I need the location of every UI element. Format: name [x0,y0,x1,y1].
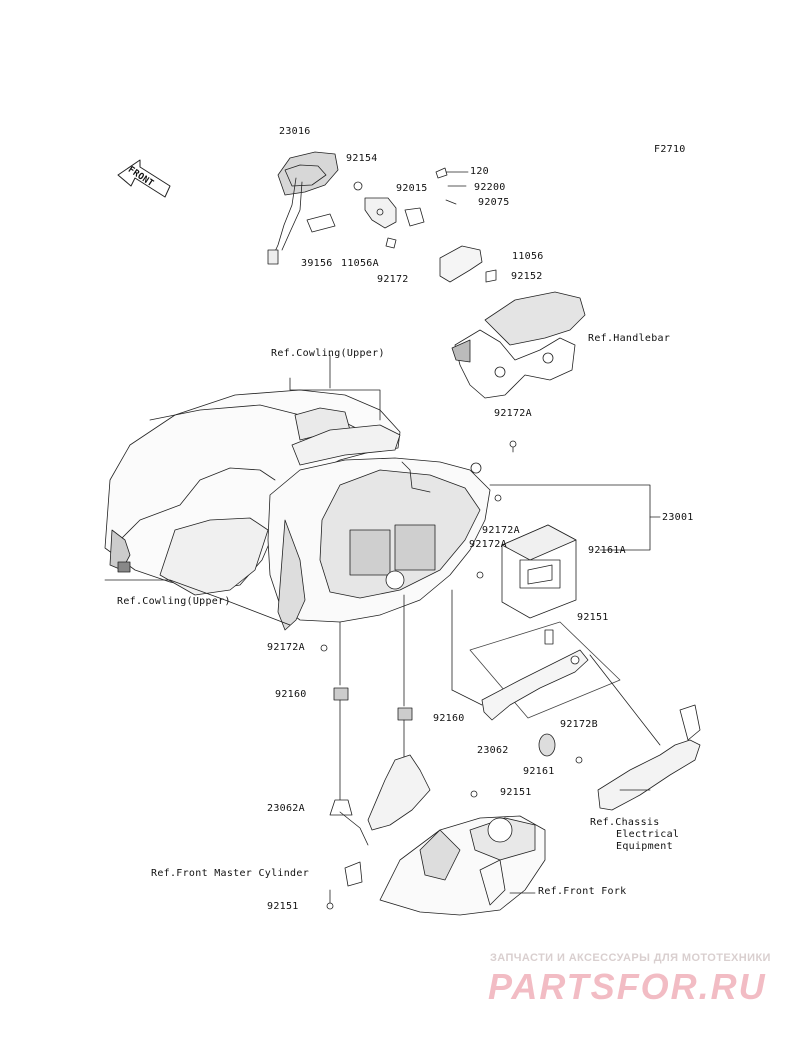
part-92200: 92200 [474,182,506,193]
part-11056A: 11056A [341,258,379,269]
ref-chassis-line2: Electrical [616,829,680,840]
bracket-23062 [481,629,589,721]
part-120: 120 [470,166,489,177]
handlebar-bracket [451,291,586,399]
part-92172A-1: 92172A [494,408,532,419]
part-92151-3: 92151 [267,901,299,912]
part-23062: 23062 [477,745,509,756]
stay-23062A [329,754,431,846]
headlight-assembly [104,389,491,631]
part-92172B: 92172B [560,719,598,730]
part-23062A: 23062A [267,803,305,814]
part-92161: 92161 [523,766,555,777]
front-fork [379,815,546,916]
bracket-11056A [364,197,425,229]
part-11056: 11056 [512,251,544,262]
chassis-bracket [597,704,701,811]
ecu-23001 [501,524,577,619]
watermark-logo: PARTSFOR.RU [488,966,767,1007]
part-23016: 23016 [279,126,311,137]
ref-front-fork: Ref.Front Fork [538,886,627,897]
ref-chassis-line1: Ref.Chassis [590,817,660,828]
part-92151-1: 92151 [577,612,609,623]
diagram-code: F2710 [654,144,686,155]
ref-cowling-upper-left: Ref.Cowling(Upper) [117,596,231,607]
switch-assembly-23016 [267,151,339,265]
damper-92161 [538,733,583,764]
watermark-tagline: ЗАПЧАСТИ И АКСЕССУАРЫ ДЛЯ МОТОТЕХНИКИ [490,952,771,964]
part-92152: 92152 [511,271,543,282]
part-92154: 92154 [346,153,378,164]
front-arrow-icon [117,159,171,198]
part-92160-2: 92160 [433,713,465,724]
ref-front-master-cylinder: Ref.Front Master Cylinder [151,868,310,879]
part-92161A: 92161A [588,545,626,556]
part-92172: 92172 [377,274,409,285]
ref-handlebar: Ref.Handlebar [588,333,671,344]
part-92160-1: 92160 [275,689,307,700]
ref-cowling-upper-top: Ref.Cowling(Upper) [271,348,385,359]
ref-chassis-line3: Equipment [616,841,673,852]
part-39156: 39156 [301,258,333,269]
bracket-11056 [439,245,497,283]
part-92015: 92015 [396,183,428,194]
part-23001: 23001 [662,512,694,523]
part-92075: 92075 [478,197,510,208]
part-92172A-4: 92172A [267,642,305,653]
part-92172A-3: 92172A [469,539,507,550]
part-92172A-2: 92172A [482,525,520,536]
part-92151-2: 92151 [500,787,532,798]
